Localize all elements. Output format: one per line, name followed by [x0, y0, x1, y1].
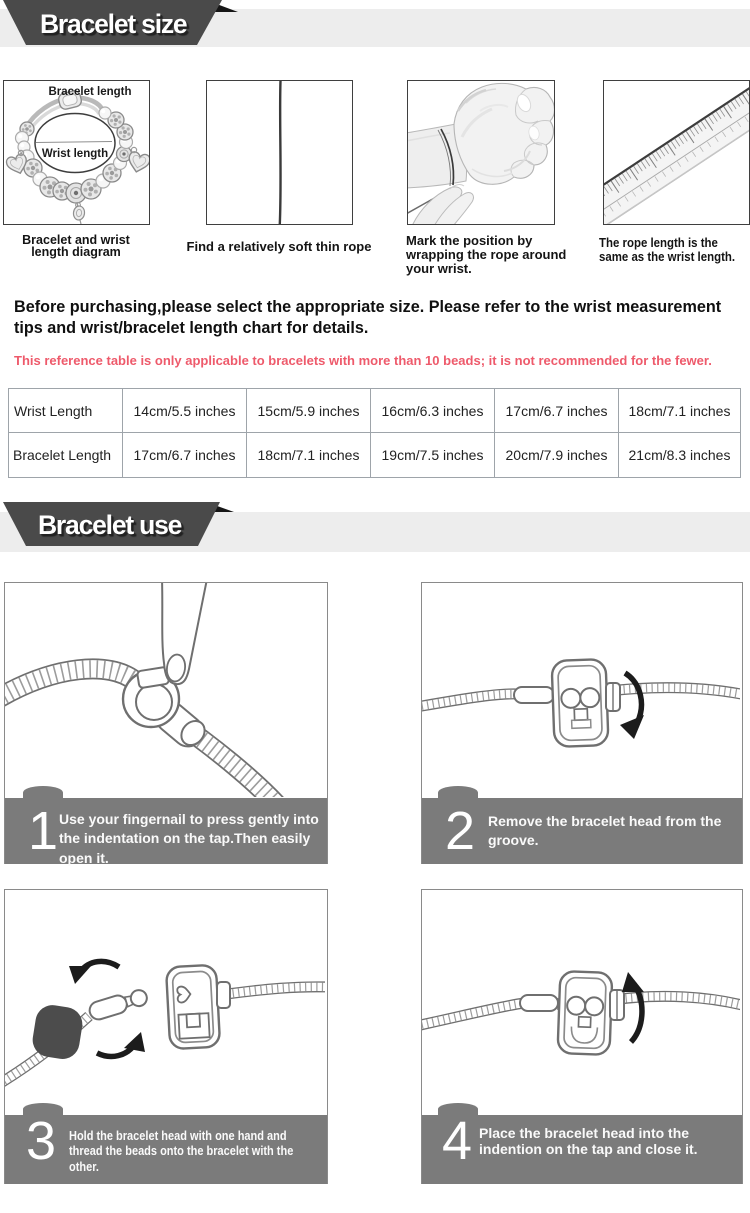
svg-text:Bracelet length: Bracelet length [48, 86, 131, 98]
svg-text:Wrist length: Wrist length [42, 148, 108, 160]
